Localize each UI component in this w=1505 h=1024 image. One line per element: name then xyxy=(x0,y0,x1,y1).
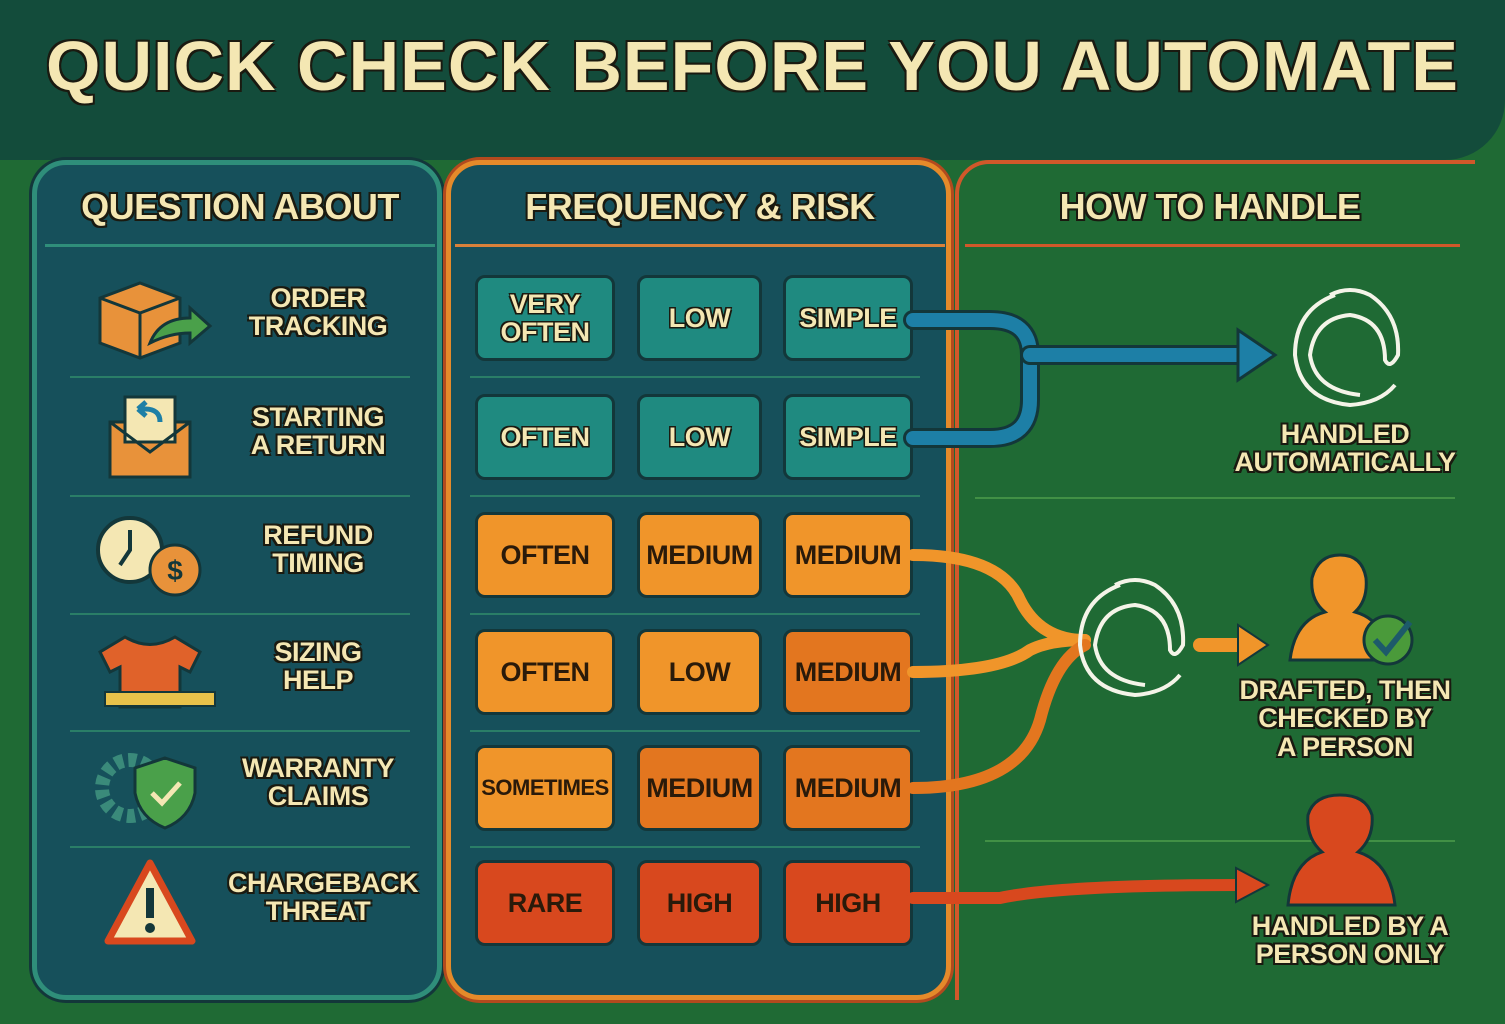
clock-dollar-icon: $ xyxy=(96,516,202,597)
frequency-cell: VERY OFTEN xyxy=(475,275,615,361)
connector-drafted-1 xyxy=(907,549,1091,646)
frequency-cell: OFTEN xyxy=(475,629,615,715)
svg-text:$: $ xyxy=(167,555,183,586)
question-label: STARTING A RETURN xyxy=(250,402,386,461)
row-divider xyxy=(70,730,410,732)
gear-shield-icon xyxy=(95,753,197,830)
shirt-tape-icon xyxy=(98,635,216,709)
divider xyxy=(45,244,435,247)
arrowhead-drafted xyxy=(1237,623,1270,667)
outcome-drafted-label: DRAFTED, THEN CHECKED BY A PERSON xyxy=(1239,675,1452,762)
divider xyxy=(965,244,1460,247)
header-question-about: QUESTION ABOUT xyxy=(81,186,399,227)
question-label: SIZING HELP xyxy=(274,637,362,696)
row-divider xyxy=(470,613,920,615)
risk-cell: LOW xyxy=(637,275,762,361)
question-label: REFUND TIMING xyxy=(263,520,373,579)
envelope-return-icon xyxy=(108,395,192,479)
frequency-cell: RARE xyxy=(475,860,615,946)
question-label: WARRANTY CLAIMS xyxy=(242,753,395,812)
row-divider xyxy=(975,497,1455,499)
risk-cell: MEDIUM xyxy=(637,512,762,598)
connector-drafted-3 xyxy=(907,639,1091,794)
risk-cell: HIGH xyxy=(637,860,762,946)
risk-cell: LOW xyxy=(637,629,762,715)
row-divider xyxy=(470,495,920,497)
row-divider xyxy=(470,376,920,378)
row-divider xyxy=(470,730,920,732)
automation-logo-icon xyxy=(1292,288,1401,408)
arrowhead-person xyxy=(1235,866,1271,904)
question-label: ORDER TRACKING xyxy=(248,283,388,342)
connector-person xyxy=(907,879,1246,904)
row-divider xyxy=(70,376,410,378)
complexity-cell: SIMPLE xyxy=(783,275,913,361)
person-icon xyxy=(1286,793,1397,907)
divider xyxy=(455,244,945,247)
package-arrow-icon xyxy=(98,281,213,360)
handle-panel xyxy=(955,160,1475,1000)
page-title: QUICK CHECK BEFORE YOU AUTOMATE xyxy=(46,27,1459,105)
complexity-cell: MEDIUM xyxy=(783,512,913,598)
frequency-cell: OFTEN xyxy=(475,394,615,480)
risk-cell: MEDIUM xyxy=(637,745,762,831)
person-check-icon xyxy=(1288,553,1414,666)
header-frequency-risk: FREQUENCY & RISK xyxy=(525,186,875,227)
row-divider xyxy=(70,613,410,615)
row-divider xyxy=(985,840,1455,842)
row-divider xyxy=(70,846,410,848)
complexity-cell: SIMPLE xyxy=(783,394,913,480)
title-band xyxy=(0,0,1505,160)
question-label: CHARGEBACK THREAT xyxy=(228,868,419,927)
connector-auto-2 xyxy=(903,345,1040,448)
header-how-to-handle: HOW TO HANDLE xyxy=(1059,186,1361,227)
complexity-cell: MEDIUM xyxy=(783,745,913,831)
frequency-cell: SOMETIMES xyxy=(475,745,615,831)
row-divider xyxy=(470,846,920,848)
connector-drafted-2 xyxy=(907,634,1091,678)
outcome-person-label: HANDLED BY A PERSON ONLY xyxy=(1251,911,1449,970)
warning-icon xyxy=(104,859,196,945)
frequency-cell: OFTEN xyxy=(475,512,615,598)
automation-logo-icon xyxy=(1077,578,1186,698)
row-divider xyxy=(70,495,410,497)
arrowhead-auto xyxy=(1236,327,1278,383)
outcome-automatic-label: HANDLED AUTOMATICALLY xyxy=(1234,419,1457,478)
complexity-cell: MEDIUM xyxy=(783,629,913,715)
risk-cell: LOW xyxy=(637,394,762,480)
